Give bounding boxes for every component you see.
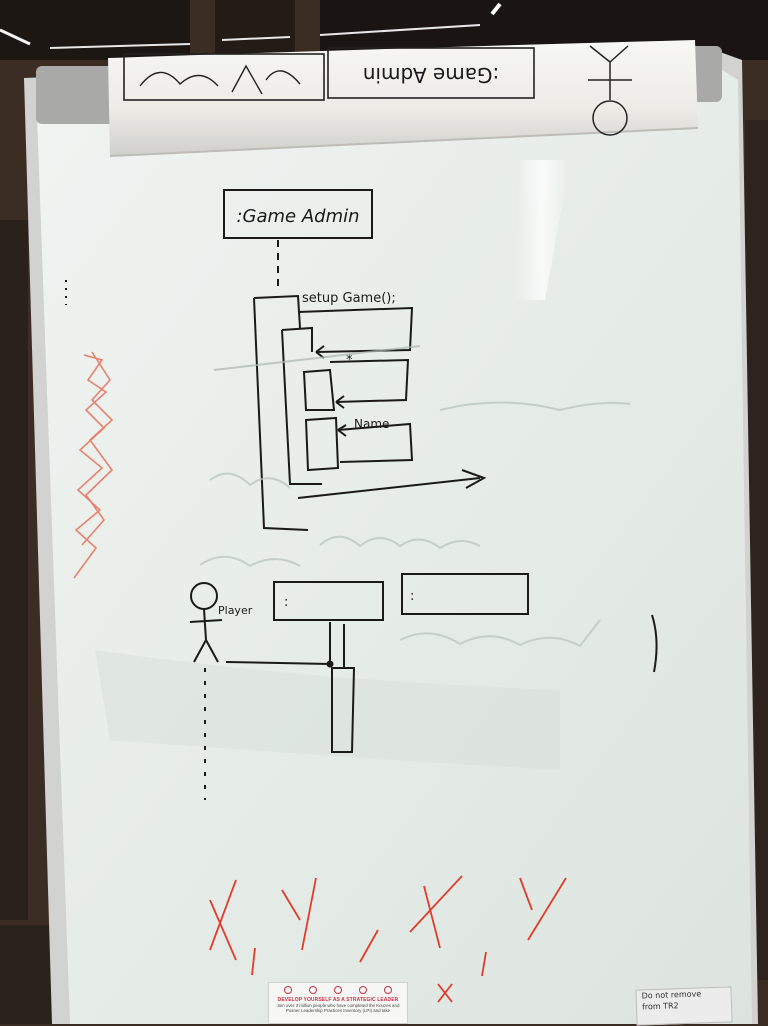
- game-admin-object-box: [223, 189, 373, 239]
- game-admin-label: :Game Admin: [236, 206, 359, 227]
- poster-icon-1: [283, 986, 292, 994]
- poster-icon-4: [359, 986, 368, 994]
- leadership-poster: DEVELOP YOURSELF AS A STRATEGIC LEADER J…: [268, 982, 408, 1024]
- bottom-activation-bar: [331, 667, 356, 753]
- poster-title: DEVELOP YOURSELF AS A STRATEGIC LEADER: [277, 997, 399, 1003]
- faint-bracket: [651, 614, 658, 673]
- player-label: Player: [218, 604, 253, 617]
- light-glare: [515, 160, 570, 300]
- sequence-diagram-top: :Game Admin setup Game(); * Name: [223, 189, 487, 531]
- object-box-left: [273, 581, 384, 621]
- poster-icon-5: [384, 986, 393, 994]
- object-box-left-label: :: [284, 595, 288, 610]
- erased-writing: [199, 345, 631, 648]
- sequence-diagram-bottom: Player : :: [65, 280, 658, 800]
- ceiling-light: [0, 28, 31, 46]
- poster-icon-3: [333, 986, 342, 994]
- sticky-note: Do not remove from TR2: [635, 986, 733, 1026]
- poster-icons: [269, 983, 407, 994]
- sticky-note-line2: from TR2: [641, 1001, 679, 1012]
- paper-roll: :Game Admin: [36, 40, 722, 157]
- activation-bar-inner-2: [304, 416, 340, 472]
- roll-box-right: [327, 47, 535, 99]
- red-letters: [209, 875, 567, 1003]
- player-actor-body: [189, 608, 223, 663]
- roll-box-left: [123, 53, 325, 101]
- player-message-arrow: [225, 661, 331, 665]
- self-call-loop-3: [337, 422, 414, 463]
- poster-icon-2: [308, 986, 317, 994]
- red-scribble: [73, 351, 114, 579]
- self-call-loop-2: [329, 358, 410, 403]
- erased-smudge: [95, 650, 560, 770]
- poster-body: Join over 3 million people who have comp…: [276, 1003, 400, 1013]
- activation-bar-middle: [281, 326, 322, 485]
- setup-game-message: setup Game();: [302, 291, 396, 306]
- activation-bar-outer: [253, 294, 309, 531]
- roll-holder-left: [36, 66, 116, 124]
- return-arrow: [297, 477, 481, 499]
- object-box-right: [401, 573, 529, 615]
- object-box-right-label: :: [410, 589, 414, 604]
- roll-actor-head: [592, 100, 628, 136]
- whiteboard: [24, 52, 758, 1024]
- activation-bar-inner-1: [302, 368, 336, 411]
- roll-box-label: :Game Admin: [363, 63, 499, 87]
- self-call-loop-1: [297, 306, 414, 353]
